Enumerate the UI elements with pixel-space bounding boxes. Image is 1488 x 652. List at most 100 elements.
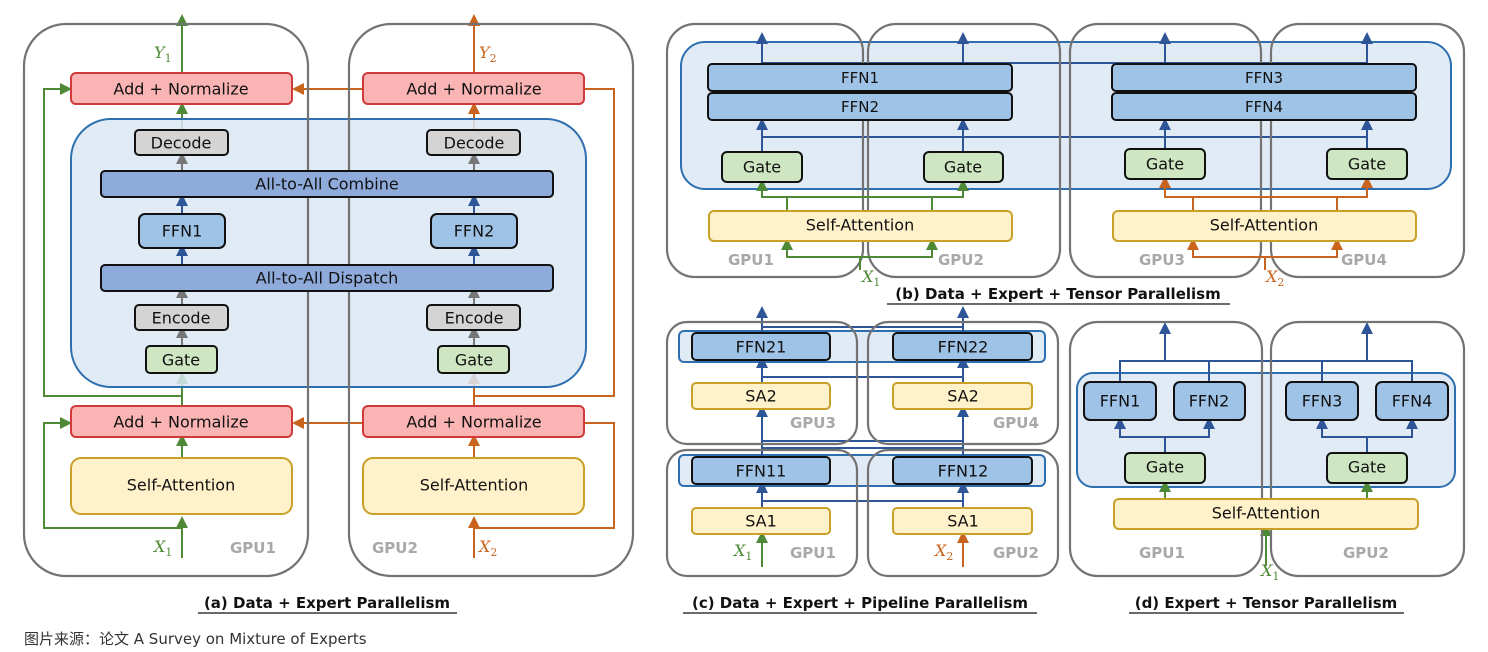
gpu3-label-c: GPU3 (790, 414, 836, 432)
ffn2-expert (430, 213, 518, 249)
ffn22 (892, 332, 1033, 361)
y1-label: Y1 (154, 43, 172, 65)
ffn2-d (1173, 381, 1246, 421)
ffn1-d (1083, 381, 1157, 421)
gate-d-2-label: Gate (1348, 458, 1386, 477)
ffn3-d (1285, 381, 1359, 421)
gpu2-label-c: GPU2 (993, 544, 1039, 562)
self-attention-b-left (708, 210, 1013, 242)
caption-d: (d) Expert + Tensor Parallelism (1135, 594, 1398, 612)
gate-d-2 (1326, 452, 1408, 484)
add-normalize-top-2-label: Add + Normalize (406, 80, 541, 99)
ffn3-shard-b (1111, 63, 1417, 92)
gpu4-label-c: GPU4 (993, 414, 1039, 432)
ffn2-shard-b (707, 92, 1013, 121)
add-normalize-bottom-2 (362, 405, 585, 438)
gpu2-container (347, 22, 635, 578)
gate-b-4 (1326, 148, 1408, 180)
gpu1-label: GPU1 (230, 539, 276, 557)
panel-c: FFN21 FFN22 SA2 SA2 FFN11 FFN12 SA1 SA1 … (665, 306, 1060, 614)
ffn2-expert-label: FFN2 (454, 222, 495, 241)
gate-1-label: Gate (162, 351, 200, 370)
sa2-gpu3-label: SA2 (745, 387, 777, 406)
add-normalize-top-2 (362, 72, 585, 105)
panel-a: Add + Normalize Add + Normalize Self-Att… (22, 14, 635, 614)
sa2-gpu4-label: SA2 (947, 387, 979, 406)
decode-1 (134, 129, 229, 156)
encode-2 (426, 304, 521, 331)
sa2-gpu3 (691, 382, 831, 410)
sa1-gpu1-label: SA1 (745, 512, 777, 531)
all-to-all-dispatch-label: All-to-All Dispatch (256, 269, 399, 288)
self-attention-2-label: Self-Attention (420, 476, 528, 495)
self-attention-b-right-label: Self-Attention (1210, 216, 1318, 235)
x2-label: X2 (477, 537, 497, 559)
sa1-gpu1 (691, 507, 831, 535)
encode-1-label: Encode (152, 309, 211, 328)
decode-1-label: Decode (151, 134, 212, 153)
ffn4-shard-b (1111, 92, 1417, 121)
ffn2-d-label: FFN2 (1189, 392, 1230, 411)
decode-2-label: Decode (444, 134, 505, 153)
ffn1-expert-label: FFN1 (162, 222, 203, 241)
ffn3-d-label: FFN3 (1302, 392, 1343, 411)
gpu4-container-b (1269, 22, 1466, 279)
x1-label: X1 (152, 537, 172, 559)
x2-label-b: X2 (1264, 267, 1284, 289)
panel-b: FFN1 FFN2 FFN3 FFN4 Gate Gate Gate Gate … (665, 22, 1466, 305)
ffn21-label: FFN21 (736, 338, 787, 357)
gate-2 (437, 345, 510, 374)
gate-d-1-label: Gate (1146, 458, 1184, 477)
caption-c: (c) Data + Expert + Pipeline Parallelism (692, 594, 1028, 612)
add-normalize-bottom-1 (70, 405, 293, 438)
gate-d-1 (1124, 452, 1206, 484)
gpu1-container-b (665, 22, 865, 279)
ffn1-expert (138, 213, 226, 249)
ffn1-d-label: FFN1 (1100, 392, 1141, 411)
ffn4-d-label: FFN4 (1392, 392, 1433, 411)
decode-2 (426, 129, 521, 156)
gpu1-label-c: GPU1 (790, 544, 836, 562)
ffn22-label: FFN22 (938, 338, 989, 357)
gate-b-2 (923, 151, 1004, 183)
gpu2-label: GPU2 (372, 539, 418, 557)
self-attention-1 (70, 457, 293, 515)
self-attention-1-label: Self-Attention (127, 476, 235, 495)
gpu1-container (22, 22, 310, 578)
source-note: 图片来源：论文 A Survey on Mixture of Experts (24, 630, 367, 648)
gpu1-label-d: GPU1 (1139, 544, 1185, 562)
gpu4-label-b: GPU4 (1341, 251, 1387, 269)
gate-1 (145, 345, 218, 374)
sa1-gpu2 (892, 507, 1033, 535)
gpu2-container-d (1269, 320, 1466, 578)
add-normalize-top-1-label: Add + Normalize (113, 80, 248, 99)
gpu3-container-b (1068, 22, 1263, 279)
x1-label-d: X1 (1259, 561, 1279, 583)
sa1-gpu2-label: SA1 (947, 512, 979, 531)
add-normalize-top-1 (70, 72, 293, 105)
all-to-all-combine-label: All-to-All Combine (255, 175, 398, 194)
ffn1-shard-b-label: FFN1 (841, 69, 879, 87)
ffn3-shard-b-label: FFN3 (1245, 69, 1283, 87)
self-attention-b-right (1112, 210, 1417, 242)
gpu2-container-b (866, 22, 1062, 279)
ffn11 (691, 456, 831, 485)
gate-b-2-label: Gate (944, 158, 982, 177)
caption-b: (b) Data + Expert + Tensor Parallelism (895, 285, 1220, 303)
gpu1-container-c (665, 448, 859, 578)
gate-b-1-label: Gate (743, 158, 781, 177)
caption-a: (a) Data + Expert Parallelism (204, 594, 450, 612)
gate-b-1 (721, 151, 803, 183)
self-attention-b-left-label: Self-Attention (806, 216, 914, 235)
self-attention-2 (362, 457, 585, 515)
x1-label-b: X1 (860, 267, 880, 289)
self-attention-d-label: Self-Attention (1212, 504, 1320, 523)
gpu2-label-b: GPU2 (938, 251, 984, 269)
encode-1 (134, 304, 229, 331)
ffn4-d (1375, 381, 1449, 421)
ffn11-label: FFN11 (736, 462, 787, 481)
gate-2-label: Gate (455, 351, 493, 370)
gpu3-label-b: GPU3 (1139, 251, 1185, 269)
ffn12-label: FFN12 (938, 462, 989, 481)
x1-label-c: X1 (732, 541, 752, 563)
